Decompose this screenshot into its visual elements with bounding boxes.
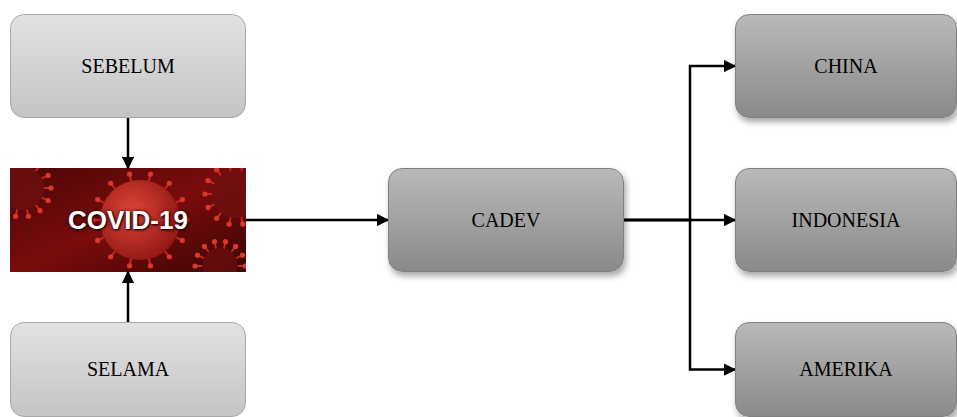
virus-spike-tip <box>242 263 246 268</box>
virus-spike-tip <box>13 214 18 219</box>
virus-spike-tip <box>127 172 132 177</box>
node-label: SELAMA <box>87 358 169 381</box>
virus-spike-tip <box>205 205 210 210</box>
virus-spike-tip <box>192 263 197 268</box>
arrow-connector <box>624 66 735 220</box>
virus-spike-tip <box>95 238 100 243</box>
virus-spike-tip <box>212 239 217 244</box>
arrow-connector <box>127 118 130 168</box>
node-label: CADEV <box>472 209 541 232</box>
covid-image-box: COVID-19 <box>10 168 246 272</box>
virus-spike-tip <box>48 185 53 190</box>
virus-spike-tip <box>214 216 219 221</box>
virus-spike-tip <box>180 197 185 202</box>
arrow-connector <box>127 272 130 322</box>
virus-spike-tip <box>108 254 113 259</box>
node-label: AMERIKA <box>799 358 892 381</box>
virus-spike-tip <box>148 263 153 268</box>
arrow-connector <box>246 219 388 222</box>
virus-spike-tip <box>167 181 172 186</box>
virus-spike <box>36 168 40 171</box>
virus-spike-tip <box>202 244 207 249</box>
arrow-connector <box>624 220 735 370</box>
virus-spike <box>229 168 231 171</box>
virus-spike <box>241 168 243 171</box>
virus-spike-tip <box>240 222 245 227</box>
country-box: INDONESIA <box>735 168 957 272</box>
period-box: SEBELUM <box>10 14 246 118</box>
virus-spike-tip <box>195 253 200 258</box>
process-box: CADEV <box>388 168 624 272</box>
virus-spike-tip <box>95 197 100 202</box>
virus-spike-tip <box>205 178 210 183</box>
node-label: SEBELUM <box>81 55 174 78</box>
virus-spike-tip <box>127 263 132 268</box>
virus-spike-tip <box>108 181 113 186</box>
node-label: COVID-19 <box>68 205 188 236</box>
node-label: INDONESIA <box>792 209 901 232</box>
virus-spike-tip <box>202 191 207 196</box>
country-box: AMERIKA <box>735 322 957 417</box>
node-label: CHINA <box>814 55 877 78</box>
virus-spike-tip <box>227 222 232 227</box>
virus-spike-tip <box>26 214 31 219</box>
virus-spike-tip <box>148 172 153 177</box>
country-box: CHINA <box>735 14 957 118</box>
virus-spike-tip <box>167 254 172 259</box>
virus-spike-tip <box>223 239 228 244</box>
virus-spike-tip <box>37 208 42 213</box>
virus-spike-tip <box>46 173 51 178</box>
virus-spike-tip <box>46 198 51 203</box>
virus-spike-tip <box>214 168 219 172</box>
virus-spike-tip <box>233 244 238 249</box>
period-box: SELAMA <box>10 322 246 417</box>
virus-spike-tip <box>180 238 185 243</box>
virus-spike-tip <box>240 253 245 258</box>
